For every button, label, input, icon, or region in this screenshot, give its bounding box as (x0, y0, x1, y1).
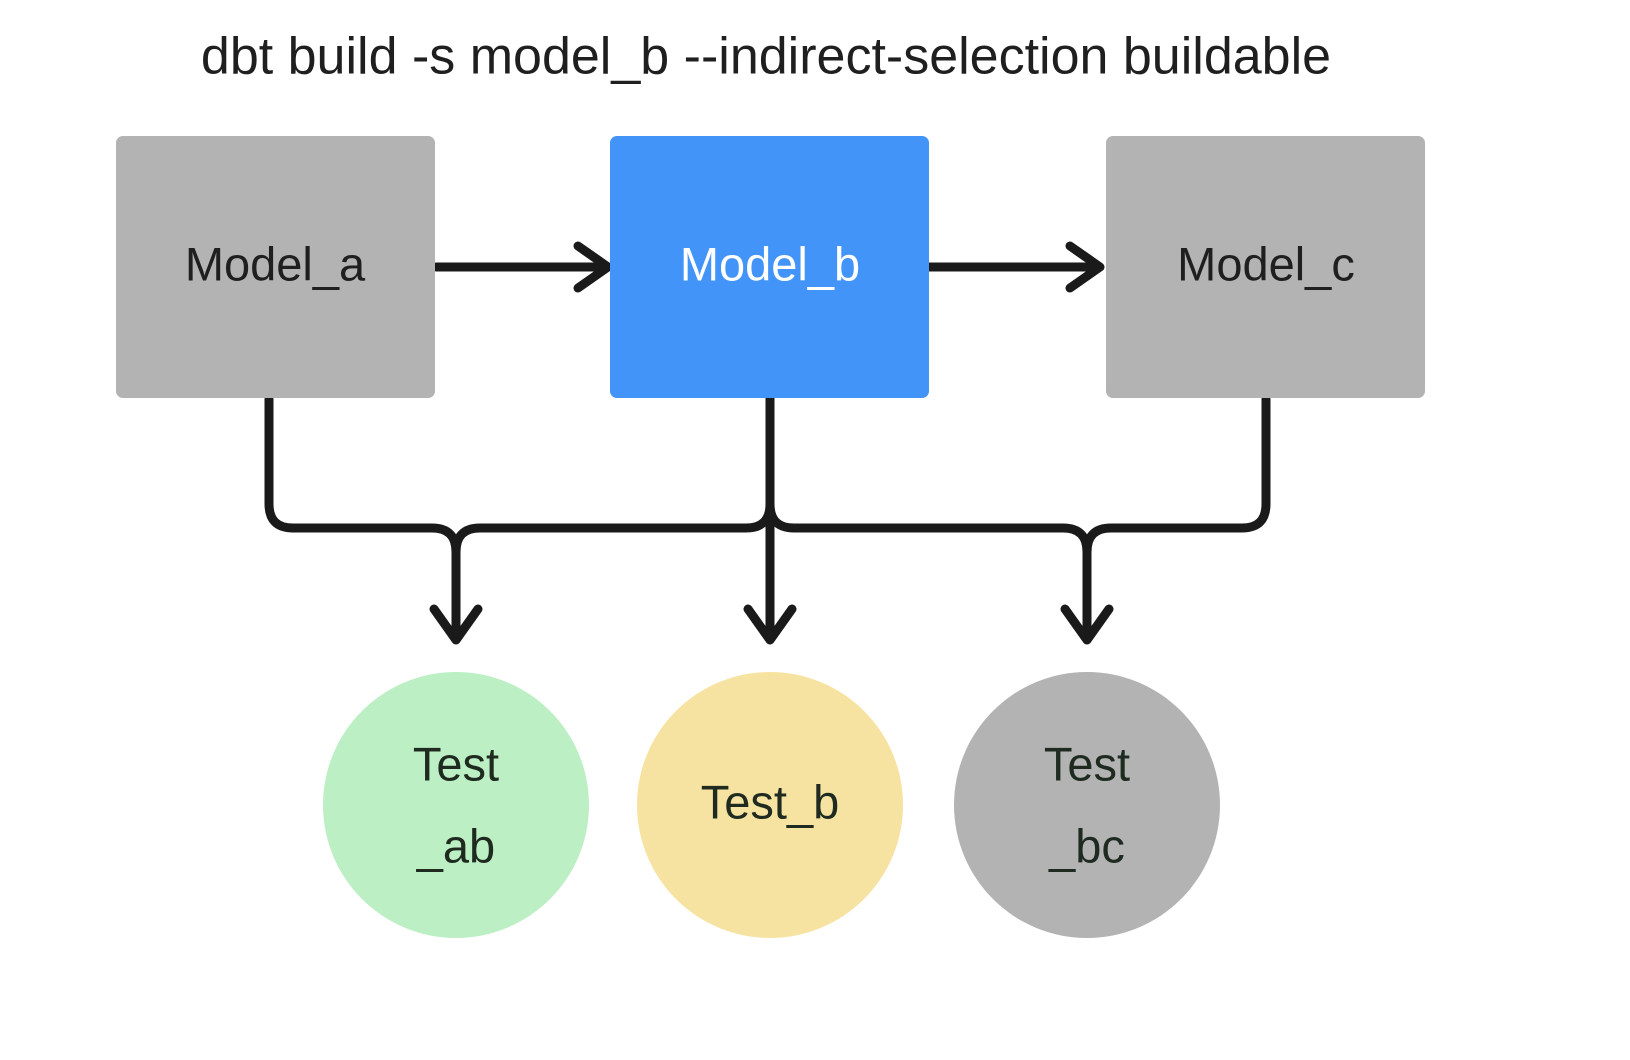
node-model-a-label: Model_a (185, 237, 366, 290)
node-test-b[interactable]: Test_b (637, 672, 903, 938)
node-test-bc-label-line1: Test (1044, 737, 1130, 790)
node-model-c[interactable]: Model_c (1106, 136, 1425, 398)
node-test-ab-shape[interactable] (323, 672, 589, 938)
model-nodes-layer: Model_a Model_b Model_c (116, 136, 1425, 398)
node-test-b-label-line1: Test_b (701, 775, 839, 828)
node-model-c-shape[interactable] (1106, 136, 1425, 398)
edge-model-b-to-test-ab (451, 394, 775, 635)
edge-model-b-to-test-bc (765, 394, 1114, 645)
node-model-b-shape[interactable] (610, 136, 929, 398)
node-model-a-shape[interactable] (116, 136, 435, 398)
node-test-bc[interactable]: Test _bc (954, 672, 1220, 938)
node-test-bc-shape[interactable] (954, 672, 1220, 938)
node-test-bc-label-line2: _bc (1048, 819, 1125, 872)
edge-model-a-to-test-ab (264, 394, 483, 645)
edge-model-b-to-model-c (924, 241, 1105, 293)
node-test-ab-label-line1: Test (413, 737, 499, 790)
node-test-ab[interactable]: Test _ab (323, 672, 589, 938)
edge-model-a-to-model-b (431, 241, 613, 293)
edge-model-c-to-test-bc (1082, 394, 1271, 635)
page-title: dbt build -s model_b --indirect-selectio… (201, 28, 1331, 86)
node-model-a[interactable]: Model_a (116, 136, 435, 398)
node-model-b-label: Model_b (680, 237, 860, 290)
test-nodes-layer: Test _ab Test_b Test _bc (323, 672, 1220, 938)
node-model-b[interactable]: Model_b (610, 136, 929, 398)
node-model-c-label: Model_c (1177, 237, 1355, 290)
node-test-ab-label-line2: _ab (416, 819, 495, 872)
node-test-b-shape[interactable] (637, 672, 903, 938)
edges-layer (264, 241, 1271, 645)
